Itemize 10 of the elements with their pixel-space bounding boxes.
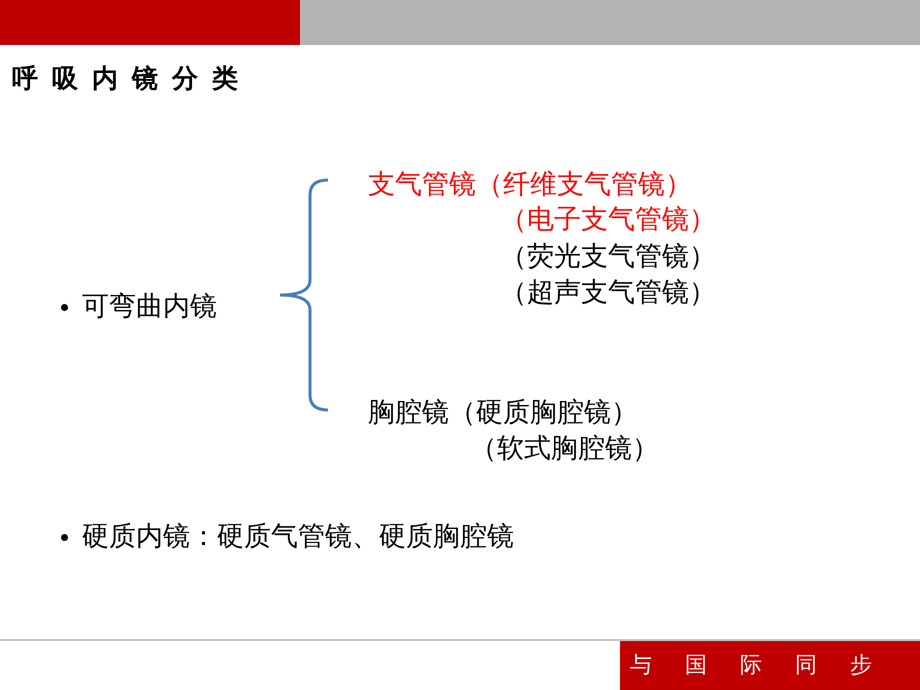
footer-banner: 与国际同步 [620,641,920,690]
category-text: （软式胸腔镜） [470,432,659,466]
slide-title: 呼吸内镜分类 [12,63,252,96]
bullet-text: 可弯曲内镜 [82,290,217,324]
category-text: （荧光支气管镜） [500,240,716,274]
category-text: 支气管镜（纤维支气管镜） [368,168,692,202]
category-text: （超声支气管镜） [500,276,716,310]
category-text: 胸腔镜（硬质胸腔镜） [368,396,638,430]
bullet-text: 硬质内镜：硬质气管镜、硬质胸腔镜 [82,520,514,554]
category-text: （电子支气管镜） [500,203,716,237]
